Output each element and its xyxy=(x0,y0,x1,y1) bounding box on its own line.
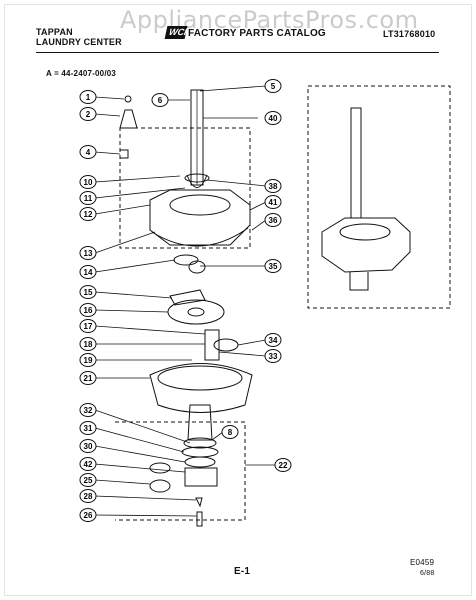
product-line: LAUNDRY CENTER xyxy=(36,37,122,47)
washer xyxy=(195,497,203,508)
gearcase-bottom xyxy=(149,363,253,413)
callout-11: 11 xyxy=(79,191,97,205)
model-number: LT31768010 xyxy=(383,29,436,39)
callout-17: 17 xyxy=(79,319,97,333)
pinion-gear xyxy=(173,254,199,266)
callout-34: 34 xyxy=(264,333,282,347)
shift-lever xyxy=(169,289,206,306)
callout-12: 12 xyxy=(79,207,97,221)
page-border xyxy=(4,4,472,596)
callout-5: 5 xyxy=(264,79,282,93)
callout-26: 26 xyxy=(79,508,97,522)
callout-number: 15 xyxy=(84,288,93,297)
callout-number: 17 xyxy=(84,322,93,331)
callout-16: 16 xyxy=(79,303,97,317)
callout-number: 19 xyxy=(84,356,93,365)
callout-21: 21 xyxy=(79,371,97,385)
assembled-gearcase xyxy=(321,217,411,273)
header-divider xyxy=(36,52,439,53)
callout-8: 8 xyxy=(221,425,239,439)
callout-1: 1 xyxy=(79,90,97,104)
callout-19: 19 xyxy=(79,353,97,367)
clutch-assembly xyxy=(184,467,218,487)
callout-number: 42 xyxy=(84,460,93,469)
callout-number: 8 xyxy=(228,428,233,437)
callout-number: 31 xyxy=(84,424,93,433)
callout-number: 4 xyxy=(86,148,91,157)
callout-number: 40 xyxy=(269,114,278,123)
agitator-dog xyxy=(119,109,138,129)
callout-35: 35 xyxy=(264,259,282,273)
callout-number: 6 xyxy=(158,96,163,105)
callout-number: 14 xyxy=(84,268,93,277)
callout-6: 6 xyxy=(151,93,169,107)
callout-number: 30 xyxy=(84,442,93,451)
shaft-seal xyxy=(184,173,210,183)
page-number: E-1 xyxy=(234,566,251,577)
callout-30: 30 xyxy=(79,439,97,453)
callout-number: 36 xyxy=(269,216,278,225)
callout-number: 26 xyxy=(84,511,93,520)
callout-28: 28 xyxy=(79,489,97,503)
callout-42: 42 xyxy=(79,457,97,471)
gearcase-dashed-box xyxy=(119,127,251,249)
callout-number: 13 xyxy=(84,249,93,258)
callout-38: 38 xyxy=(264,179,282,193)
clip xyxy=(120,149,129,159)
callout-15: 15 xyxy=(79,285,97,299)
callout-number: 2 xyxy=(86,110,91,119)
brand-name: TAPPAN xyxy=(36,27,73,37)
callout-25: 25 xyxy=(79,473,97,487)
callout-number: 34 xyxy=(269,336,278,345)
callout-number: 12 xyxy=(84,210,93,219)
callout-number: 21 xyxy=(84,374,93,383)
callout-41: 41 xyxy=(264,195,282,209)
callout-10: 10 xyxy=(79,175,97,189)
callout-number: 25 xyxy=(84,476,93,485)
callout-number: 22 xyxy=(279,461,288,470)
callout-number: 11 xyxy=(84,194,93,203)
callout-4: 4 xyxy=(79,145,97,159)
callout-13: 13 xyxy=(79,246,97,260)
callout-40: 40 xyxy=(264,111,282,125)
drive-gear xyxy=(167,299,225,325)
bearing xyxy=(149,462,171,474)
callout-number: 33 xyxy=(269,352,278,361)
drive-pinion xyxy=(204,329,220,361)
date-code: 6/88 xyxy=(420,570,435,577)
callout-number: 35 xyxy=(269,262,278,271)
callout-36: 36 xyxy=(264,213,282,227)
callout-number: 38 xyxy=(269,182,278,191)
callout-number: 28 xyxy=(84,492,93,501)
callout-33: 33 xyxy=(264,349,282,363)
assembled-shaft xyxy=(350,107,362,219)
callout-31: 31 xyxy=(79,421,97,435)
callout-number: 5 xyxy=(271,82,276,91)
callout-number: 16 xyxy=(84,306,93,315)
callout-18: 18 xyxy=(79,337,97,351)
callout-14: 14 xyxy=(79,265,97,279)
bolt xyxy=(196,511,203,527)
callout-2: 2 xyxy=(79,107,97,121)
callout-32: 32 xyxy=(79,403,97,417)
assembled-view-box xyxy=(307,85,451,309)
callout-number: 18 xyxy=(84,340,93,349)
callout-number: 41 xyxy=(269,198,278,207)
callout-number: 10 xyxy=(84,178,93,187)
gearcase-cover xyxy=(149,189,251,246)
base-dashed-box xyxy=(115,421,246,521)
figure-code: E0459 xyxy=(410,558,435,567)
assembly-note: A = 44-2407-00/03 xyxy=(46,69,117,78)
callout-number: 1 xyxy=(86,93,91,102)
callout-22: 22 xyxy=(274,458,292,472)
callout-number: 32 xyxy=(84,406,93,415)
idler-gear xyxy=(213,338,239,352)
catalog-title: FACTORY PARTS CATALOG xyxy=(188,28,326,39)
